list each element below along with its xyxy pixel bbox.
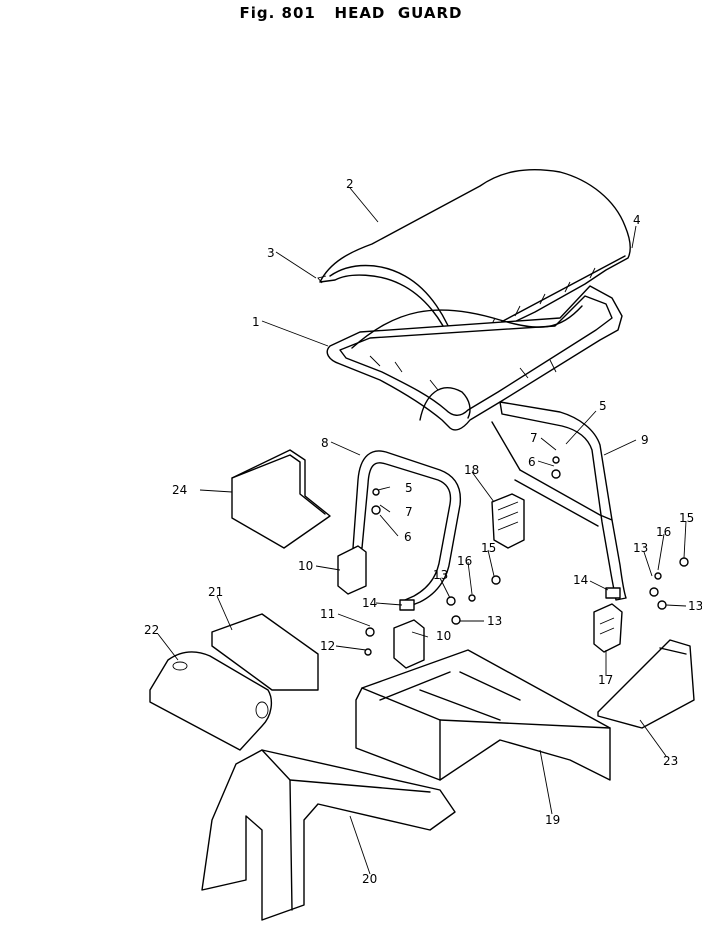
callout-5-right: 5 <box>599 399 607 413</box>
callout-10-left: 10 <box>298 559 313 573</box>
callout-6-left: 6 <box>404 530 412 544</box>
callout-9: 9 <box>641 433 649 447</box>
callout-15-right: 15 <box>679 511 694 525</box>
callout-5-left: 5 <box>405 481 413 495</box>
part-bracket-18 <box>491 493 525 549</box>
part-lower-body-20 <box>201 749 456 921</box>
part-lower-mount-center <box>393 619 425 669</box>
part-floor-plate-21 <box>211 613 319 691</box>
callout-labels: 1 2 3 4 5 5 6 6 7 7 8 9 10 10 11 12 13 1… <box>144 177 702 886</box>
callout-7-right: 7 <box>530 431 538 445</box>
callout-13-right-lower: 13 <box>688 599 702 613</box>
callout-18: 18 <box>464 463 479 477</box>
callout-14-right: 14 <box>573 573 588 587</box>
part-canopy-frame <box>326 285 623 431</box>
figure-title: Fig. 801 HEAD GUARD <box>239 4 463 22</box>
callout-4: 4 <box>633 213 641 227</box>
callout-16-left: 16 <box>457 554 472 568</box>
callout-20: 20 <box>362 872 377 886</box>
callout-12: 12 <box>320 639 335 653</box>
callout-8: 8 <box>321 436 329 450</box>
part-fender-23 <box>597 639 695 729</box>
callout-16-right: 16 <box>656 525 671 539</box>
callout-13-left-lower: 13 <box>487 614 502 628</box>
callout-1: 1 <box>252 315 260 329</box>
callout-2: 2 <box>346 177 354 191</box>
callout-19: 19 <box>545 813 560 827</box>
callout-24: 24 <box>172 483 187 497</box>
callout-10-center: 10 <box>436 629 451 643</box>
part-rops-tube-right <box>491 401 627 601</box>
part-lower-mount-left <box>337 545 367 595</box>
callout-15-left: 15 <box>481 541 496 555</box>
part-lower-mount-right <box>593 603 623 653</box>
callout-17: 17 <box>598 673 613 687</box>
callout-6-right: 6 <box>528 455 536 469</box>
callout-21: 21 <box>208 585 223 599</box>
callout-13-left-upper: 13 <box>433 568 448 582</box>
part-rops-tube-left <box>352 450 462 607</box>
part-chassis-frame-19 <box>355 649 611 781</box>
callout-13-right-upper: 13 <box>633 541 648 555</box>
leader-lines <box>157 187 687 875</box>
callout-3: 3 <box>267 246 275 260</box>
fasteners <box>364 456 689 656</box>
callout-14-left: 14 <box>362 596 377 610</box>
callout-22: 22 <box>144 623 159 637</box>
part-side-cover-24 <box>231 449 331 549</box>
callout-11: 11 <box>320 607 335 621</box>
callout-23: 23 <box>663 754 678 768</box>
part-fender-22 <box>149 651 273 751</box>
callout-7-left: 7 <box>405 505 413 519</box>
